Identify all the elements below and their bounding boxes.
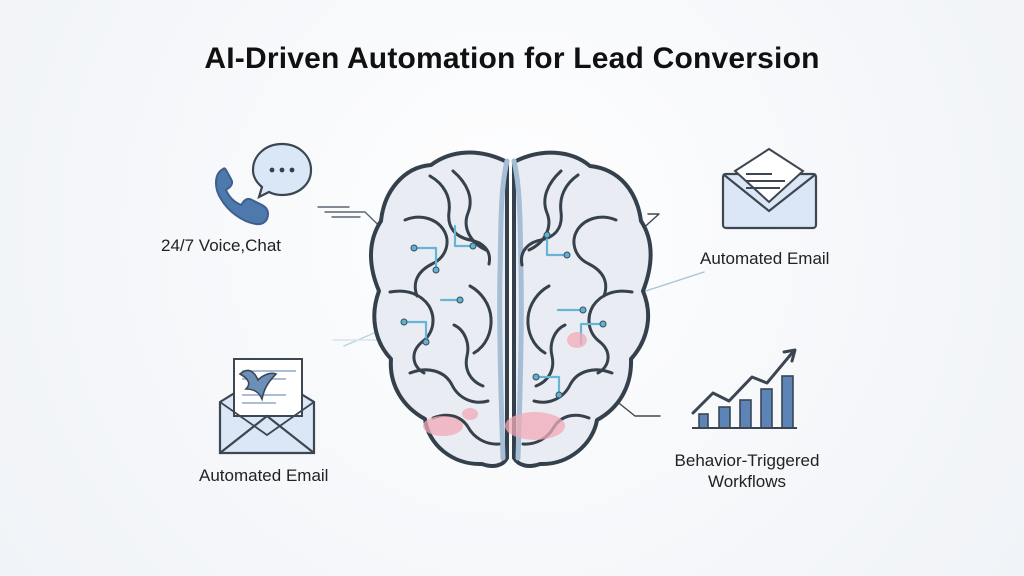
behavior-workflows-line-1: Behavior-Triggered [674,451,820,470]
brain-nodes [400,231,607,399]
automated-email-top-label: Automated Email [700,249,830,268]
behavior-workflows-label: Behavior-Triggered Workflows [662,450,832,493]
voice-chat-label: 24/7 Voice,Chat [161,236,282,255]
growth-chart-icon [691,348,797,429]
voice-chat-group [215,142,313,226]
phone-icon [215,167,270,226]
page-title: AI-Driven Automation for Lead Conversion [204,42,820,75]
automated-email-bottom-label: Automated Email [199,466,329,485]
chat-dot-2 [279,167,285,173]
brain-folds [388,169,634,446]
brain-icon [369,150,653,468]
brain-pink-accents [423,332,587,440]
open-envelope-icon [218,358,316,455]
chat-dot-3 [289,167,295,173]
envelope-icon [721,147,818,230]
brain-circuits [402,224,605,397]
behavior-workflows-line-2: Workflows [707,472,787,492]
chat-dot-1 [269,167,275,173]
